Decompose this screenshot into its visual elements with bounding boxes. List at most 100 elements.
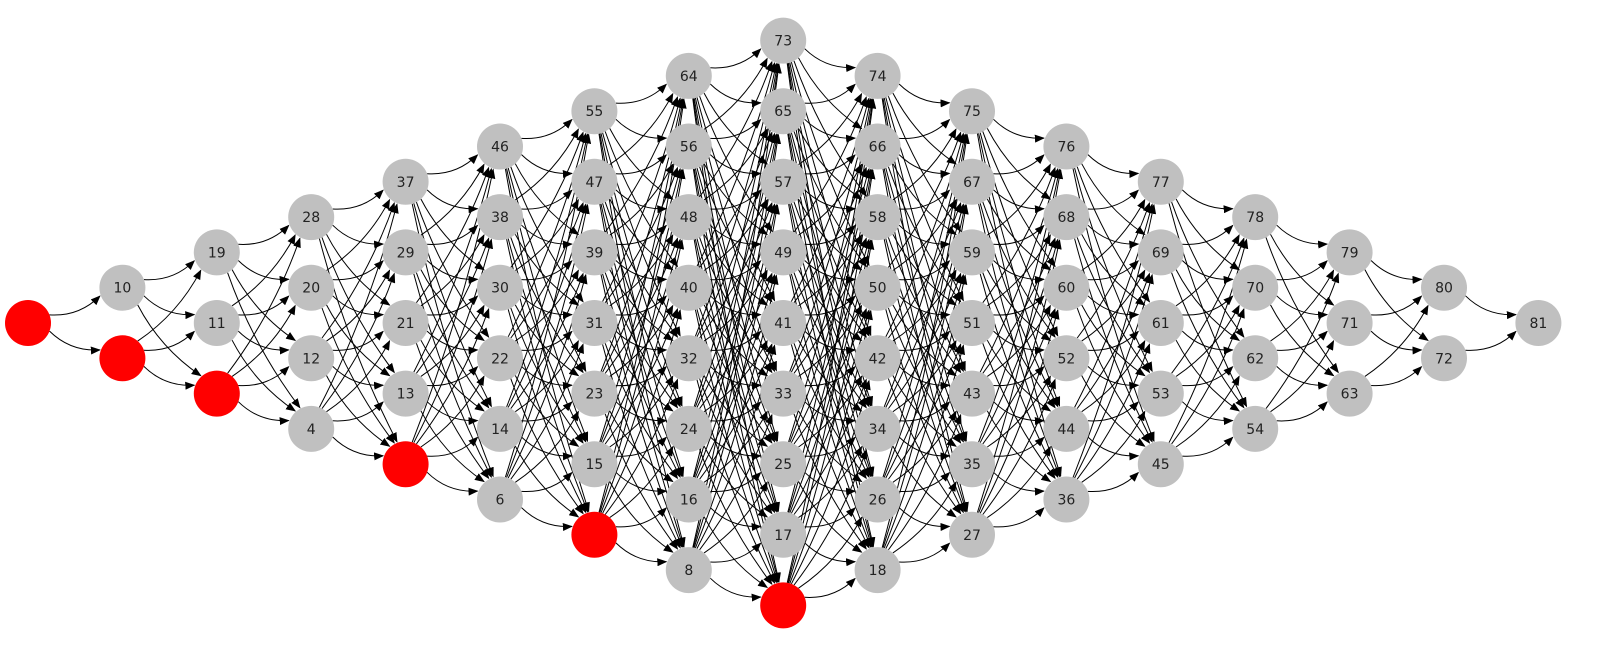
edge-33-18	[793, 413, 867, 550]
edge-28-37	[332, 189, 384, 210]
edge-77-78	[1181, 189, 1234, 214]
edge-11-4	[231, 339, 297, 412]
edge-27-52	[982, 378, 1056, 515]
edge-12-5	[326, 375, 391, 447]
edge-22-55	[507, 132, 588, 338]
edge-60-77	[1081, 198, 1146, 271]
highlighted-node-9	[760, 582, 807, 629]
edge-56-57	[709, 154, 762, 178]
node-50: 50	[854, 264, 901, 311]
node-layer: 4681011121314151617181920212223242526272…	[5, 17, 1562, 629]
node-circle	[571, 300, 618, 346]
edge-32-9	[696, 379, 776, 584]
edge-68-69	[1087, 224, 1140, 249]
node-36: 36	[1043, 476, 1090, 523]
edge-16-9	[703, 516, 769, 589]
edge-21-30	[427, 295, 479, 316]
node-label: 32	[680, 351, 698, 367]
node-circle	[1043, 123, 1090, 170]
node-26: 26	[854, 476, 901, 523]
node-label: 41	[774, 316, 792, 332]
edge-59-68	[993, 224, 1045, 245]
highlight-circle	[760, 582, 807, 629]
highlighted-node-5	[382, 441, 429, 488]
node-label: 50	[869, 281, 887, 297]
edge-55-32	[602, 132, 681, 337]
node-circle	[1326, 370, 1373, 417]
node-label: 62	[1246, 351, 1264, 367]
node-label: 35	[963, 457, 981, 473]
node-label: 64	[680, 69, 698, 85]
edge-66-75	[899, 118, 951, 140]
node-label: 31	[585, 316, 603, 332]
edge-7-32	[604, 378, 679, 515]
edge-64-57	[703, 92, 769, 165]
edge-7-8	[615, 542, 668, 567]
node-label: 15	[585, 457, 603, 473]
edge-65-42	[790, 132, 870, 337]
edge-46-39	[514, 163, 580, 236]
edge-66-67	[898, 154, 951, 178]
highlight-circle	[5, 300, 51, 346]
node-label: 26	[869, 493, 887, 509]
node-circle	[382, 229, 429, 276]
node-label: 11	[208, 316, 226, 332]
edge-62-63	[1276, 366, 1329, 390]
node-44: 44	[1043, 405, 1090, 452]
node-circle	[571, 370, 618, 417]
edge-24-9	[699, 449, 773, 585]
edge-8-33	[699, 413, 773, 551]
edge-9-42	[790, 379, 871, 585]
edge-71-80	[1371, 295, 1423, 316]
edge-33-58	[793, 237, 868, 374]
node-label: 16	[680, 493, 698, 509]
edge-69-62	[1175, 269, 1241, 341]
node-circle	[949, 300, 995, 346]
node-60: 60	[1043, 264, 1090, 311]
edge-13-30	[420, 304, 485, 377]
highlighted-node-2	[99, 335, 146, 382]
node-52: 52	[1043, 335, 1090, 382]
node-10: 10	[99, 264, 146, 311]
edge-12-13	[332, 366, 385, 390]
edge-17-34	[798, 445, 863, 519]
node-61: 61	[1137, 300, 1184, 346]
node-label: 75	[963, 104, 981, 120]
edge-75-60	[982, 131, 1056, 268]
edge-26-59	[885, 273, 965, 479]
edge-57-74	[798, 92, 863, 166]
edge-74-67	[892, 92, 957, 165]
edge-59-36	[979, 273, 1059, 478]
edge-64-65	[709, 83, 762, 108]
edge-45-54	[1182, 436, 1234, 457]
edge-43-68	[982, 237, 1056, 374]
edge-22-39	[515, 269, 579, 342]
node-label: 67	[963, 175, 981, 191]
node-circle	[571, 88, 618, 135]
edge-76-77	[1087, 154, 1140, 178]
edge-18-35	[892, 481, 957, 554]
node-77: 77	[1137, 158, 1184, 205]
node-circle	[1232, 335, 1279, 382]
edge-24-17	[703, 445, 769, 518]
edge-31-8	[602, 344, 681, 549]
node-label: 52	[1057, 351, 1075, 367]
edge-27-44	[987, 445, 1051, 519]
node-25: 25	[760, 441, 807, 488]
edge-26-51	[888, 343, 962, 480]
edge-2-19	[137, 269, 202, 342]
edge-63-80	[1364, 304, 1429, 377]
node-40: 40	[665, 264, 712, 311]
node-label: 25	[774, 457, 792, 473]
edge-10-3	[137, 304, 202, 377]
node-circle	[1137, 158, 1184, 205]
edge-7-24	[609, 445, 674, 519]
node-22: 22	[477, 335, 523, 382]
edge-58-59	[898, 224, 951, 249]
edge-77-70	[1175, 198, 1241, 271]
edge-38-47	[521, 189, 573, 210]
highlight-circle	[99, 335, 146, 382]
edge-18-27	[899, 542, 951, 563]
node-18: 18	[854, 547, 901, 594]
